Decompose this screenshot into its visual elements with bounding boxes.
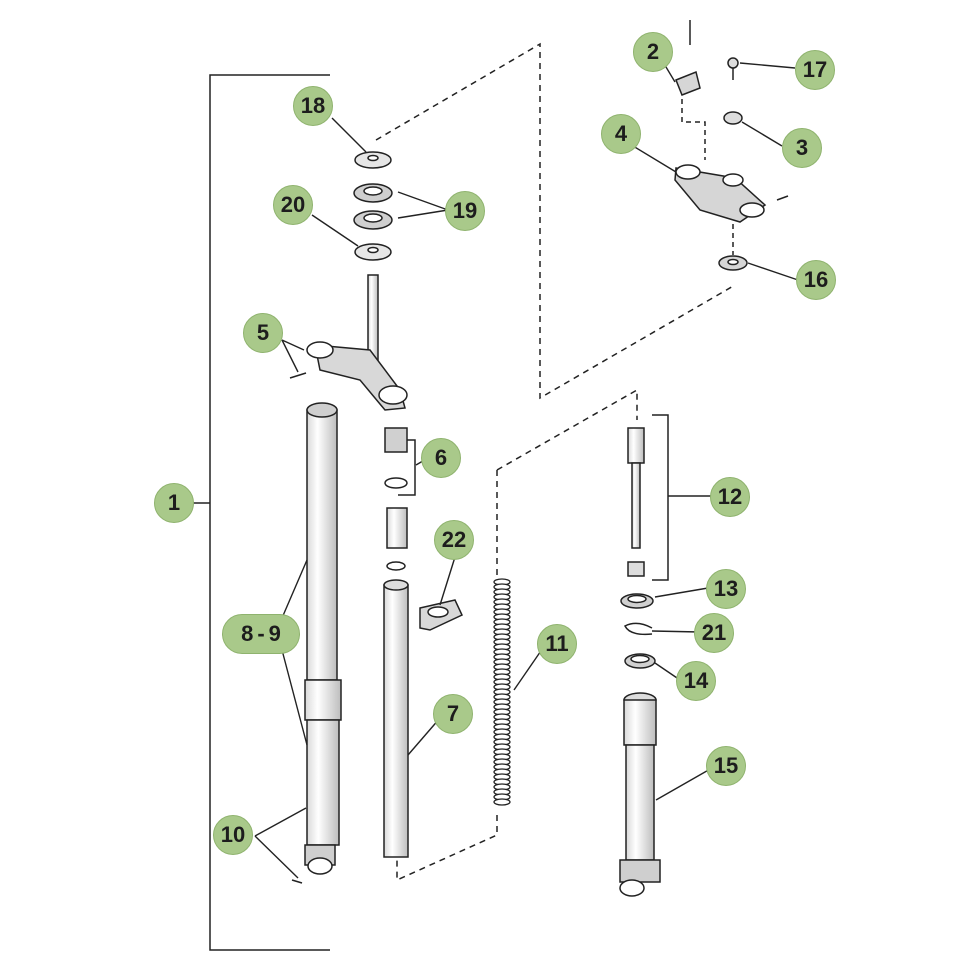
spring-coil [493,798,511,806]
callout-8-9: 8 - 9 [222,614,300,654]
callout-6: 6 [421,438,461,478]
callout-7: 7 [433,694,473,734]
callout-8-9-dash: - [257,621,265,646]
part-18-washer [354,151,392,169]
dashed-line-stem [681,90,706,160]
part-2-holder [675,20,701,96]
callout-19: 19 [445,191,485,231]
callout-10: 10 [213,815,253,855]
callout-21: 21 [694,613,734,653]
part-4-upper-clamp [674,164,789,223]
parts-13-21-14 [620,593,656,669]
callout-13: 13 [706,569,746,609]
callout-17: 17 [795,50,835,90]
part-16-washer [718,255,748,271]
part-20-washer [354,243,392,261]
part-10-screws [291,879,303,884]
callout-18: 18 [293,86,333,126]
dashed-line-top [375,42,736,400]
callout-4: 4 [601,114,641,154]
callout-8: 8 [241,621,254,646]
callout-15: 15 [706,746,746,786]
part-5-lower-clamp [289,274,408,411]
part-7-inner-tube [383,507,409,858]
callout-12: 12 [710,477,750,517]
dashed-line-bottom [396,815,498,882]
callout-14: 14 [676,661,716,701]
part-8-9-outer-tube [304,402,342,875]
part-15-outer-tube [619,692,661,897]
callout-2: 2 [633,32,673,72]
part-6-cap [384,427,408,489]
part-17-bolt [727,57,739,80]
callout-9: 9 [268,621,281,646]
callout-16: 16 [796,260,836,300]
dashed-line-mid [496,388,638,580]
part-11-spring [493,578,511,806]
part-3-nut [723,111,743,125]
bracket-12 [652,414,669,581]
callout-1: 1 [154,483,194,523]
bracket-1 [209,74,330,951]
part-19-bearings [353,183,393,230]
part-22-clamp [419,599,463,631]
callout-11: 11 [537,624,577,664]
callout-3: 3 [782,128,822,168]
callout-20: 20 [273,185,313,225]
callout-5: 5 [243,313,283,353]
part-12-damper-rod [627,427,645,577]
callout-22: 22 [434,520,474,560]
